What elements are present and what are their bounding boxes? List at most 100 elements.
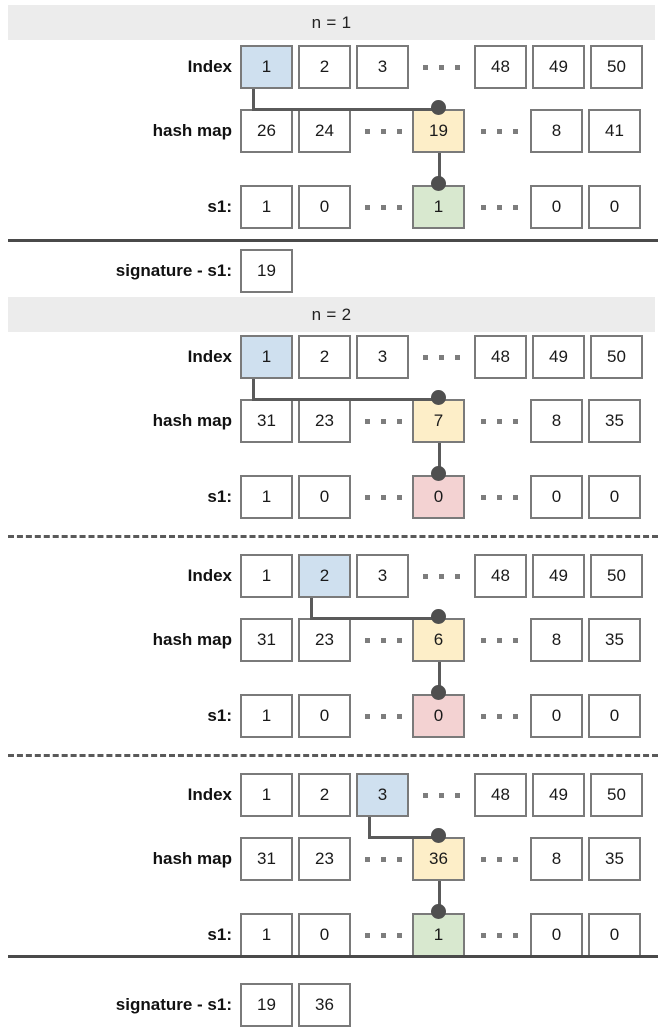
- ellipsis-dot: [512, 128, 518, 134]
- ellipsis-dot: [422, 573, 428, 579]
- connector-hash-to-s1: [437, 881, 441, 913]
- ellipsis-dot: [480, 932, 486, 938]
- index-cell: 50: [590, 335, 643, 379]
- connector-horizontal: [310, 617, 439, 620]
- ellipsis-dot: [438, 354, 444, 360]
- s1-ellipsis-right: [472, 913, 526, 957]
- hashmap-cell: 8: [530, 109, 583, 153]
- ellipsis-dot: [380, 494, 386, 500]
- index-cell: 1: [240, 773, 293, 817]
- hashmap-cell: 8: [530, 618, 583, 662]
- separator-dashed: [8, 535, 658, 538]
- ellipsis-dot: [364, 418, 370, 424]
- row-label-hash-map: hash map: [152, 411, 232, 430]
- index-ellipsis: [414, 773, 468, 817]
- hashmap-cell: 23: [298, 837, 351, 881]
- s1-ellipsis-left: [356, 694, 410, 738]
- ellipsis-dot: [396, 637, 402, 643]
- s1-cell: 0: [588, 475, 641, 519]
- ellipsis-dot: [480, 856, 486, 862]
- connector-knob-s1: [431, 465, 446, 481]
- index-cell: 48: [474, 335, 527, 379]
- hashmap-cell: 31: [240, 618, 293, 662]
- section-header-n1: n = 1: [8, 5, 655, 40]
- index-cell: 2: [298, 45, 351, 89]
- hashmap-ellipsis-right: [472, 618, 526, 662]
- ellipsis-dot: [380, 128, 386, 134]
- ellipsis-dot: [480, 494, 486, 500]
- index-cell: 3: [356, 45, 409, 89]
- ellipsis-dot: [496, 204, 502, 210]
- connector-hash-to-s1: [437, 153, 441, 185]
- row-label-s1: s1:: [207, 706, 232, 725]
- ellipsis-dot: [480, 637, 486, 643]
- hashmap-cell-selected: 19: [412, 109, 465, 153]
- ellipsis-dot: [364, 494, 370, 500]
- row-label-index: Index: [187, 57, 232, 76]
- connector-knob-hash: [431, 827, 446, 843]
- connector-knob-s1: [431, 175, 446, 191]
- ellipsis-dot: [496, 637, 502, 643]
- s1-cell: 0: [530, 185, 583, 229]
- hashmap-ellipsis-left: [356, 618, 410, 662]
- ellipsis-dot: [422, 792, 428, 798]
- s1-ellipsis-left: [356, 185, 410, 229]
- ellipsis-dot: [496, 713, 502, 719]
- ellipsis-dot: [364, 713, 370, 719]
- s1-cell: 0: [298, 913, 351, 957]
- ellipsis-dot: [454, 64, 460, 70]
- hashmap-cell: 8: [530, 837, 583, 881]
- ellipsis-dot: [396, 856, 402, 862]
- s1-cell: 0: [588, 694, 641, 738]
- s1-ellipsis-right: [472, 185, 526, 229]
- row-label-index: Index: [187, 785, 232, 804]
- ellipsis-dot: [396, 128, 402, 134]
- row-label-s1: s1:: [207, 925, 232, 944]
- index-cell: 1: [240, 335, 293, 379]
- signature-cell: 19: [240, 983, 293, 1027]
- index-cell: 50: [590, 554, 643, 598]
- hashmap-cell: 31: [240, 837, 293, 881]
- connector-index-stub: [310, 598, 313, 620]
- ellipsis-dot: [380, 713, 386, 719]
- ellipsis-dot: [380, 204, 386, 210]
- connector-horizontal: [368, 836, 439, 839]
- ellipsis-dot: [496, 494, 502, 500]
- s1-cell: 1: [240, 475, 293, 519]
- row-label-s1: s1:: [207, 197, 232, 216]
- s1-ellipsis-right: [472, 475, 526, 519]
- hashmap-cell: 35: [588, 837, 641, 881]
- connector-knob-hash: [431, 389, 446, 405]
- s1-ellipsis-right: [472, 694, 526, 738]
- index-cell: 49: [532, 45, 585, 89]
- hashmap-ellipsis-right: [472, 399, 526, 443]
- ellipsis-dot: [512, 637, 518, 643]
- hashmap-cell: 24: [298, 109, 351, 153]
- connector-knob-hash: [431, 608, 446, 624]
- s1-cell: 1: [240, 694, 293, 738]
- s1-cell-selected: 0: [412, 694, 465, 738]
- ellipsis-dot: [422, 64, 428, 70]
- connector-horizontal: [252, 108, 439, 111]
- row-label-s1: s1:: [207, 487, 232, 506]
- hashmap-ellipsis-left: [356, 399, 410, 443]
- connector-index-stub: [368, 817, 371, 839]
- signature-cell: 19: [240, 249, 293, 293]
- ellipsis-dot: [480, 713, 486, 719]
- ellipsis-dot: [364, 637, 370, 643]
- index-cell: 2: [298, 335, 351, 379]
- row-label-signature: signature - s1:: [115, 261, 232, 280]
- hashmap-cell: 35: [588, 618, 641, 662]
- ellipsis-dot: [380, 932, 386, 938]
- index-cell: 50: [590, 773, 643, 817]
- ellipsis-dot: [480, 128, 486, 134]
- s1-cell: 0: [530, 475, 583, 519]
- hashmap-ellipsis-right: [472, 837, 526, 881]
- s1-ellipsis-left: [356, 475, 410, 519]
- ellipsis-dot: [496, 856, 502, 862]
- ellipsis-dot: [512, 204, 518, 210]
- s1-cell: 0: [588, 185, 641, 229]
- s1-cell: 0: [530, 913, 583, 957]
- ellipsis-dot: [438, 792, 444, 798]
- index-cell: 48: [474, 45, 527, 89]
